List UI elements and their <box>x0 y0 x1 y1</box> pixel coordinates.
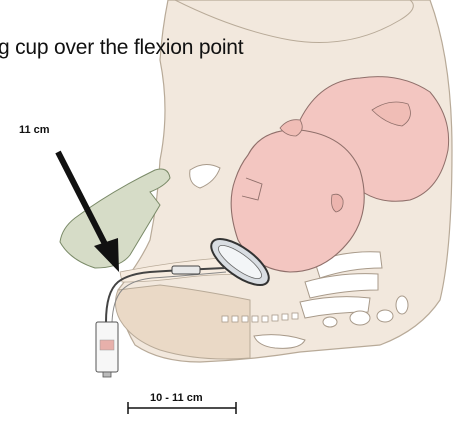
insertion-depth-label: 11 cm <box>19 124 50 136</box>
tube-connector <box>172 266 200 274</box>
perineum <box>115 285 250 359</box>
scale-bar-label: 10 - 11 cm <box>150 392 203 404</box>
diagram-title: g cup over the flexion point <box>0 36 243 60</box>
hand-pump <box>96 322 118 377</box>
